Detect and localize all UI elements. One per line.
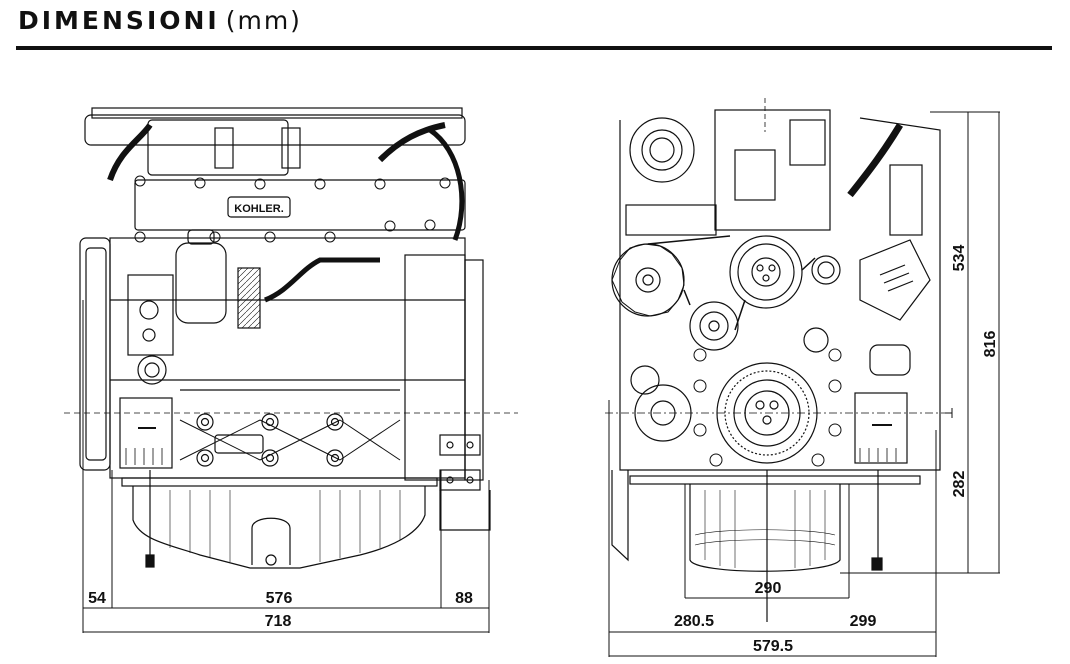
- dim-side-right-offset: 88: [455, 590, 473, 607]
- side-view-dimensions: [82, 300, 490, 633]
- dim-front-right-from-center: 299: [850, 613, 877, 630]
- dim-front-height-above-crank: 534: [951, 245, 968, 272]
- dim-front-sump-width: 290: [755, 580, 782, 597]
- title-text: DIMENSIONI: [18, 6, 220, 35]
- dim-front-overall-width: 579.5: [753, 638, 793, 655]
- dim-front-height-below-crank: 282: [951, 471, 968, 498]
- dim-side-middle-span: 576: [266, 590, 293, 607]
- side-view-engine: KOHLER.: [64, 107, 518, 569]
- dim-side-overall-length: 718: [265, 613, 292, 630]
- title-underline: [16, 46, 1052, 50]
- front-view-dimensions: [608, 111, 1000, 657]
- title-unit: (mm): [225, 6, 302, 35]
- dim-front-left-from-center: 280.5: [674, 613, 714, 630]
- kohler-logo: KOHLER.: [234, 203, 284, 215]
- dim-side-left-offset: 54: [88, 590, 106, 607]
- page-title: DIMENSIONI(mm): [18, 6, 302, 35]
- front-view-engine: [605, 98, 952, 622]
- dim-front-overall-height: 816: [982, 331, 999, 358]
